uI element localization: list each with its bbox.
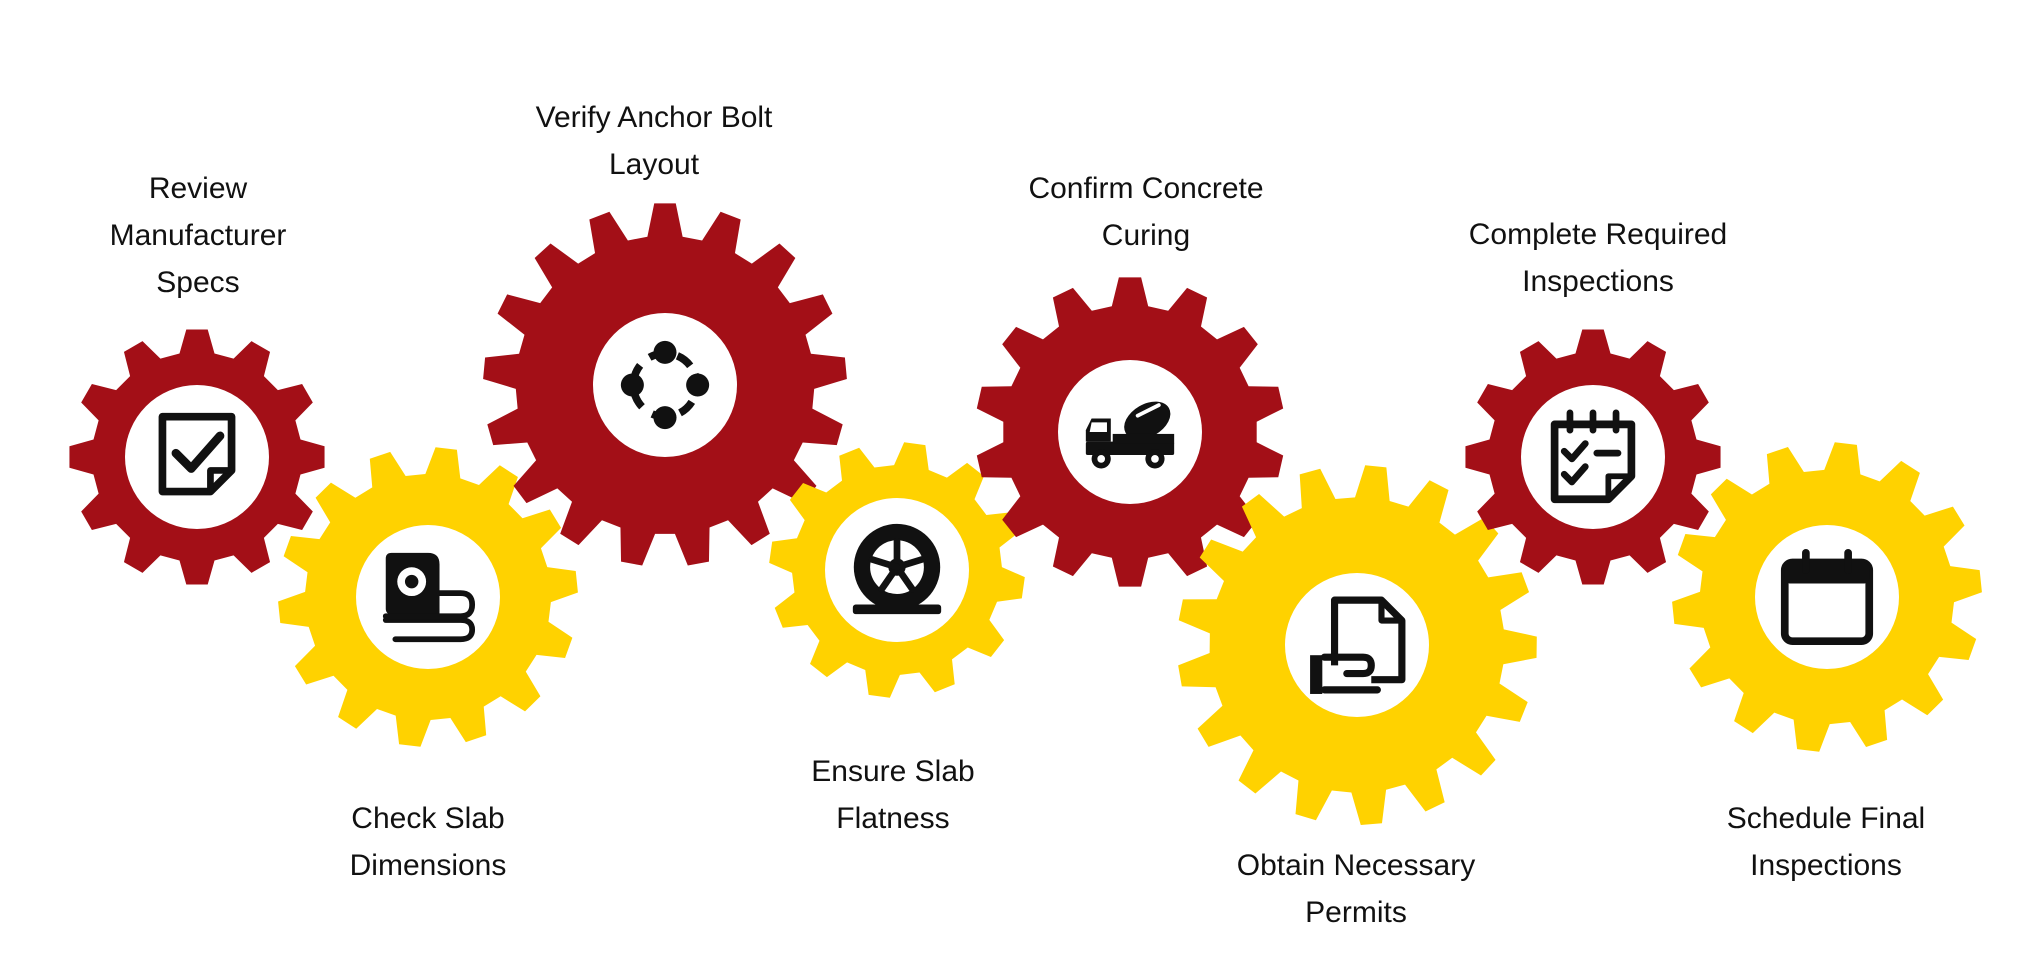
obtain-necessary-permits-label: Obtain Necessary Permits [1237,842,1475,936]
confirm-concrete-curing-label: Confirm Concrete Curing [1028,165,1263,259]
label-line: Check Slab [351,802,505,835]
label-line: Inspections [1750,849,1902,882]
ensure-slab-flatness-label: Ensure Slab Flatness [811,748,974,842]
gear-obtain-necessary-permits [1178,465,1537,825]
gear-hub [593,313,737,457]
review-manufacturer-specs-label: Review Manufacturer Specs [110,165,287,306]
label-line: Specs [156,266,240,299]
label-line: Dimensions [349,849,507,882]
label-line: Confirm Concrete [1028,172,1264,205]
label-line: Inspections [1522,265,1674,298]
check-slab-dimensions-label: Check Slab Dimensions [350,795,507,889]
gear-review-manufacturer-specs [69,329,325,585]
label-line: Permits [1305,896,1407,929]
gear-complete-required-inspections [1465,329,1721,585]
label-line: Schedule Final [1726,802,1926,835]
gear-hub [1285,573,1429,717]
gear-schedule-final-inspections [1672,442,1982,752]
label-line: Obtain Necessary [1236,849,1476,882]
verify-anchor-bolt-layout-label: Verify Anchor Bolt Layout [536,94,773,188]
gear-check-slab-dimensions [278,447,578,747]
gear-hub [1755,525,1899,669]
label-line: Curing [1101,219,1191,252]
label-line: Manufacturer [109,219,287,252]
label-line: Layout [608,148,700,181]
label-line: Review [148,172,248,205]
label-line: Complete Required [1468,218,1728,251]
schedule-final-inspections-label: Schedule Final Inspections [1727,795,1925,889]
complete-required-inspections-label: Complete Required Inspections [1469,211,1727,305]
gear-ensure-slab-flatness [769,442,1025,698]
label-line: Verify Anchor Bolt [535,101,773,134]
label-line: Ensure Slab [811,755,975,788]
gear-confirm-concrete-curing [976,277,1284,587]
label-line: Flatness [836,802,950,835]
gear-hub [1521,385,1665,529]
gear-verify-anchor-bolt-layout [483,203,847,566]
